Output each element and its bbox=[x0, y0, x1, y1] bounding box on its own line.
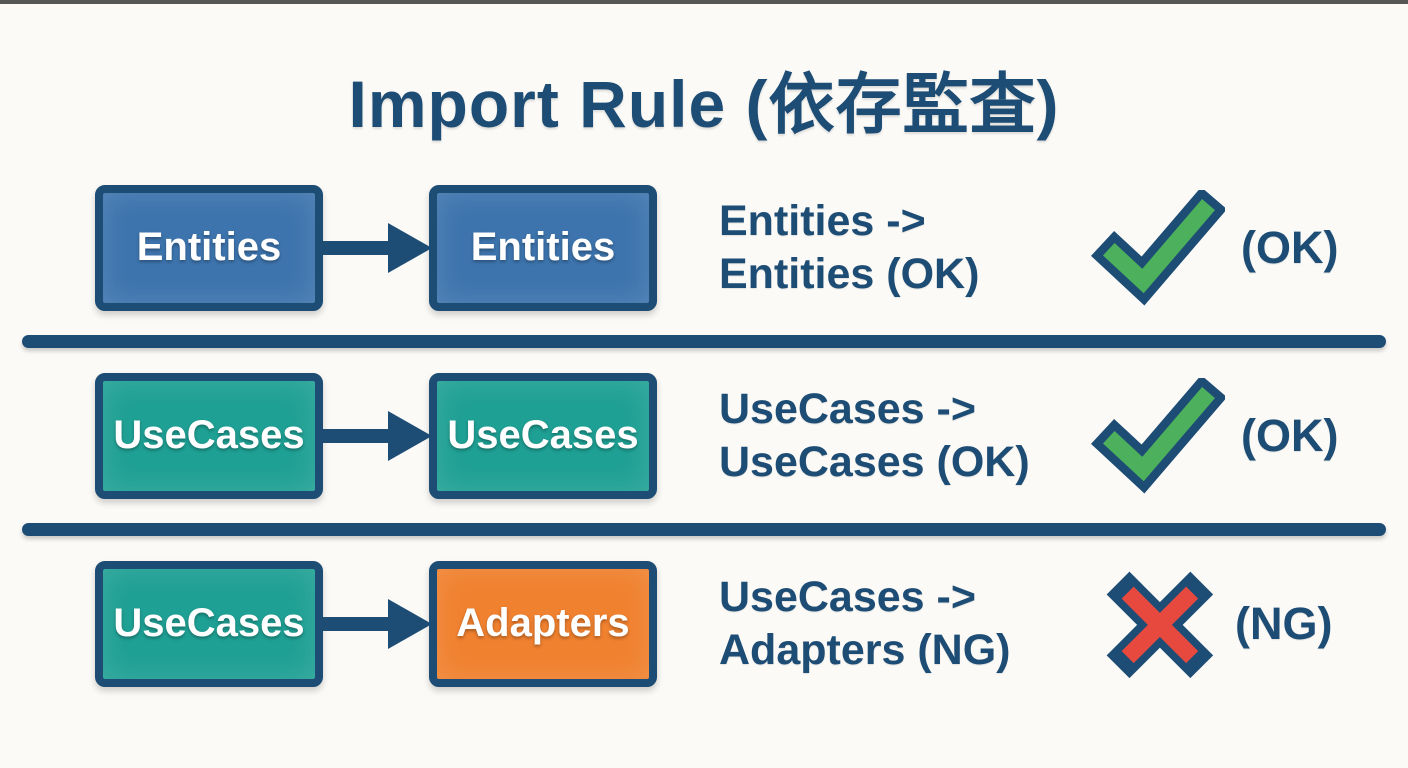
rule-row-usecases-adapters: UseCases Adapters UseCases -> Adapters (… bbox=[0, 536, 1408, 711]
rule-label: UseCases -> UseCases (OK) bbox=[719, 383, 1059, 488]
rule-label: Entities -> Entities (OK) bbox=[719, 195, 1059, 300]
target-box: Adapters bbox=[429, 560, 657, 687]
rule-label-line1: UseCases -> bbox=[719, 573, 976, 622]
row-divider bbox=[22, 523, 1386, 536]
page-title: Import Rule (依存監査) bbox=[348, 67, 1060, 141]
rule-row-usecases-usecases: UseCases UseCases UseCases -> UseCases (… bbox=[0, 348, 1408, 523]
rule-label-line2: Entities (OK) bbox=[719, 249, 980, 298]
rule-row-entities-entities: Entities Entities Entities -> Entities (… bbox=[0, 160, 1408, 335]
status-label: (OK) bbox=[1241, 221, 1339, 273]
dependency-arrow-icon bbox=[320, 598, 432, 649]
source-box-label: UseCases bbox=[113, 413, 305, 457]
x-icon bbox=[1106, 571, 1214, 678]
rule-label-line1: Entities -> bbox=[719, 197, 926, 246]
rule-label-line2: UseCases (OK) bbox=[719, 437, 1030, 486]
rule-label-line1: UseCases -> bbox=[719, 385, 976, 434]
dependency-arrow-icon bbox=[320, 410, 432, 461]
source-box-label: Entities bbox=[136, 225, 282, 269]
target-box: Entities bbox=[429, 184, 657, 311]
source-box: UseCases bbox=[95, 372, 323, 499]
rule-label-line2: Adapters (NG) bbox=[719, 625, 1011, 674]
status-label: (OK) bbox=[1241, 409, 1339, 461]
target-box-label: Adapters bbox=[456, 601, 630, 645]
top-edge-strip bbox=[0, 0, 1408, 4]
rule-label: UseCases -> Adapters (NG) bbox=[719, 571, 1059, 676]
source-box: Entities bbox=[95, 184, 323, 311]
target-box-label: UseCases bbox=[447, 413, 639, 457]
row-divider bbox=[22, 335, 1386, 348]
target-box-label: Entities bbox=[470, 225, 616, 269]
dependency-arrow-icon bbox=[320, 222, 432, 273]
source-box-label: UseCases bbox=[113, 601, 305, 645]
source-box: UseCases bbox=[95, 560, 323, 687]
target-box: UseCases bbox=[429, 372, 657, 499]
check-icon bbox=[1091, 189, 1225, 305]
check-icon bbox=[1091, 377, 1225, 493]
status-label: (NG) bbox=[1235, 597, 1333, 649]
